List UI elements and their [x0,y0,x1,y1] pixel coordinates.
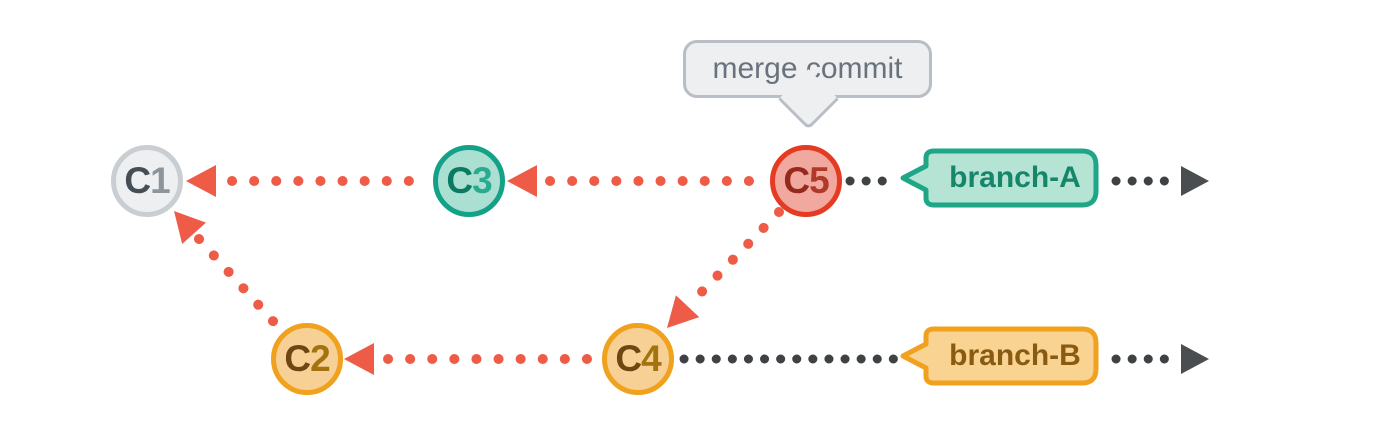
commit-label: C [124,160,151,201]
arrowhead-c2-to-c1 [174,211,206,245]
branch-a-label: branch-A [949,161,1081,194]
edge-c2-to-c1 [194,234,286,335]
commit-label: C [783,160,810,201]
branch-b-tag: branch-B [898,325,1104,387]
branch-b-tag-shape [900,326,1099,386]
commit-label: C [615,338,642,379]
arrowhead-timeline-b [1181,344,1209,374]
commit-label: C [446,160,473,201]
branch-b-label: branch-B [949,339,1081,372]
commit-label: C [284,338,311,379]
arrowhead-timeline-a [1181,166,1209,196]
arrowhead-c5-to-c4 [667,295,700,328]
branch-a-tag-shape [900,148,1099,208]
arrowhead-c5-to-c3 [507,165,537,197]
edge-c5-to-c4 [685,207,784,309]
arrowhead-c4-to-c2 [344,343,374,375]
arrowhead-c3-to-c1 [186,165,216,197]
branch-a-tag: branch-A [898,147,1104,209]
